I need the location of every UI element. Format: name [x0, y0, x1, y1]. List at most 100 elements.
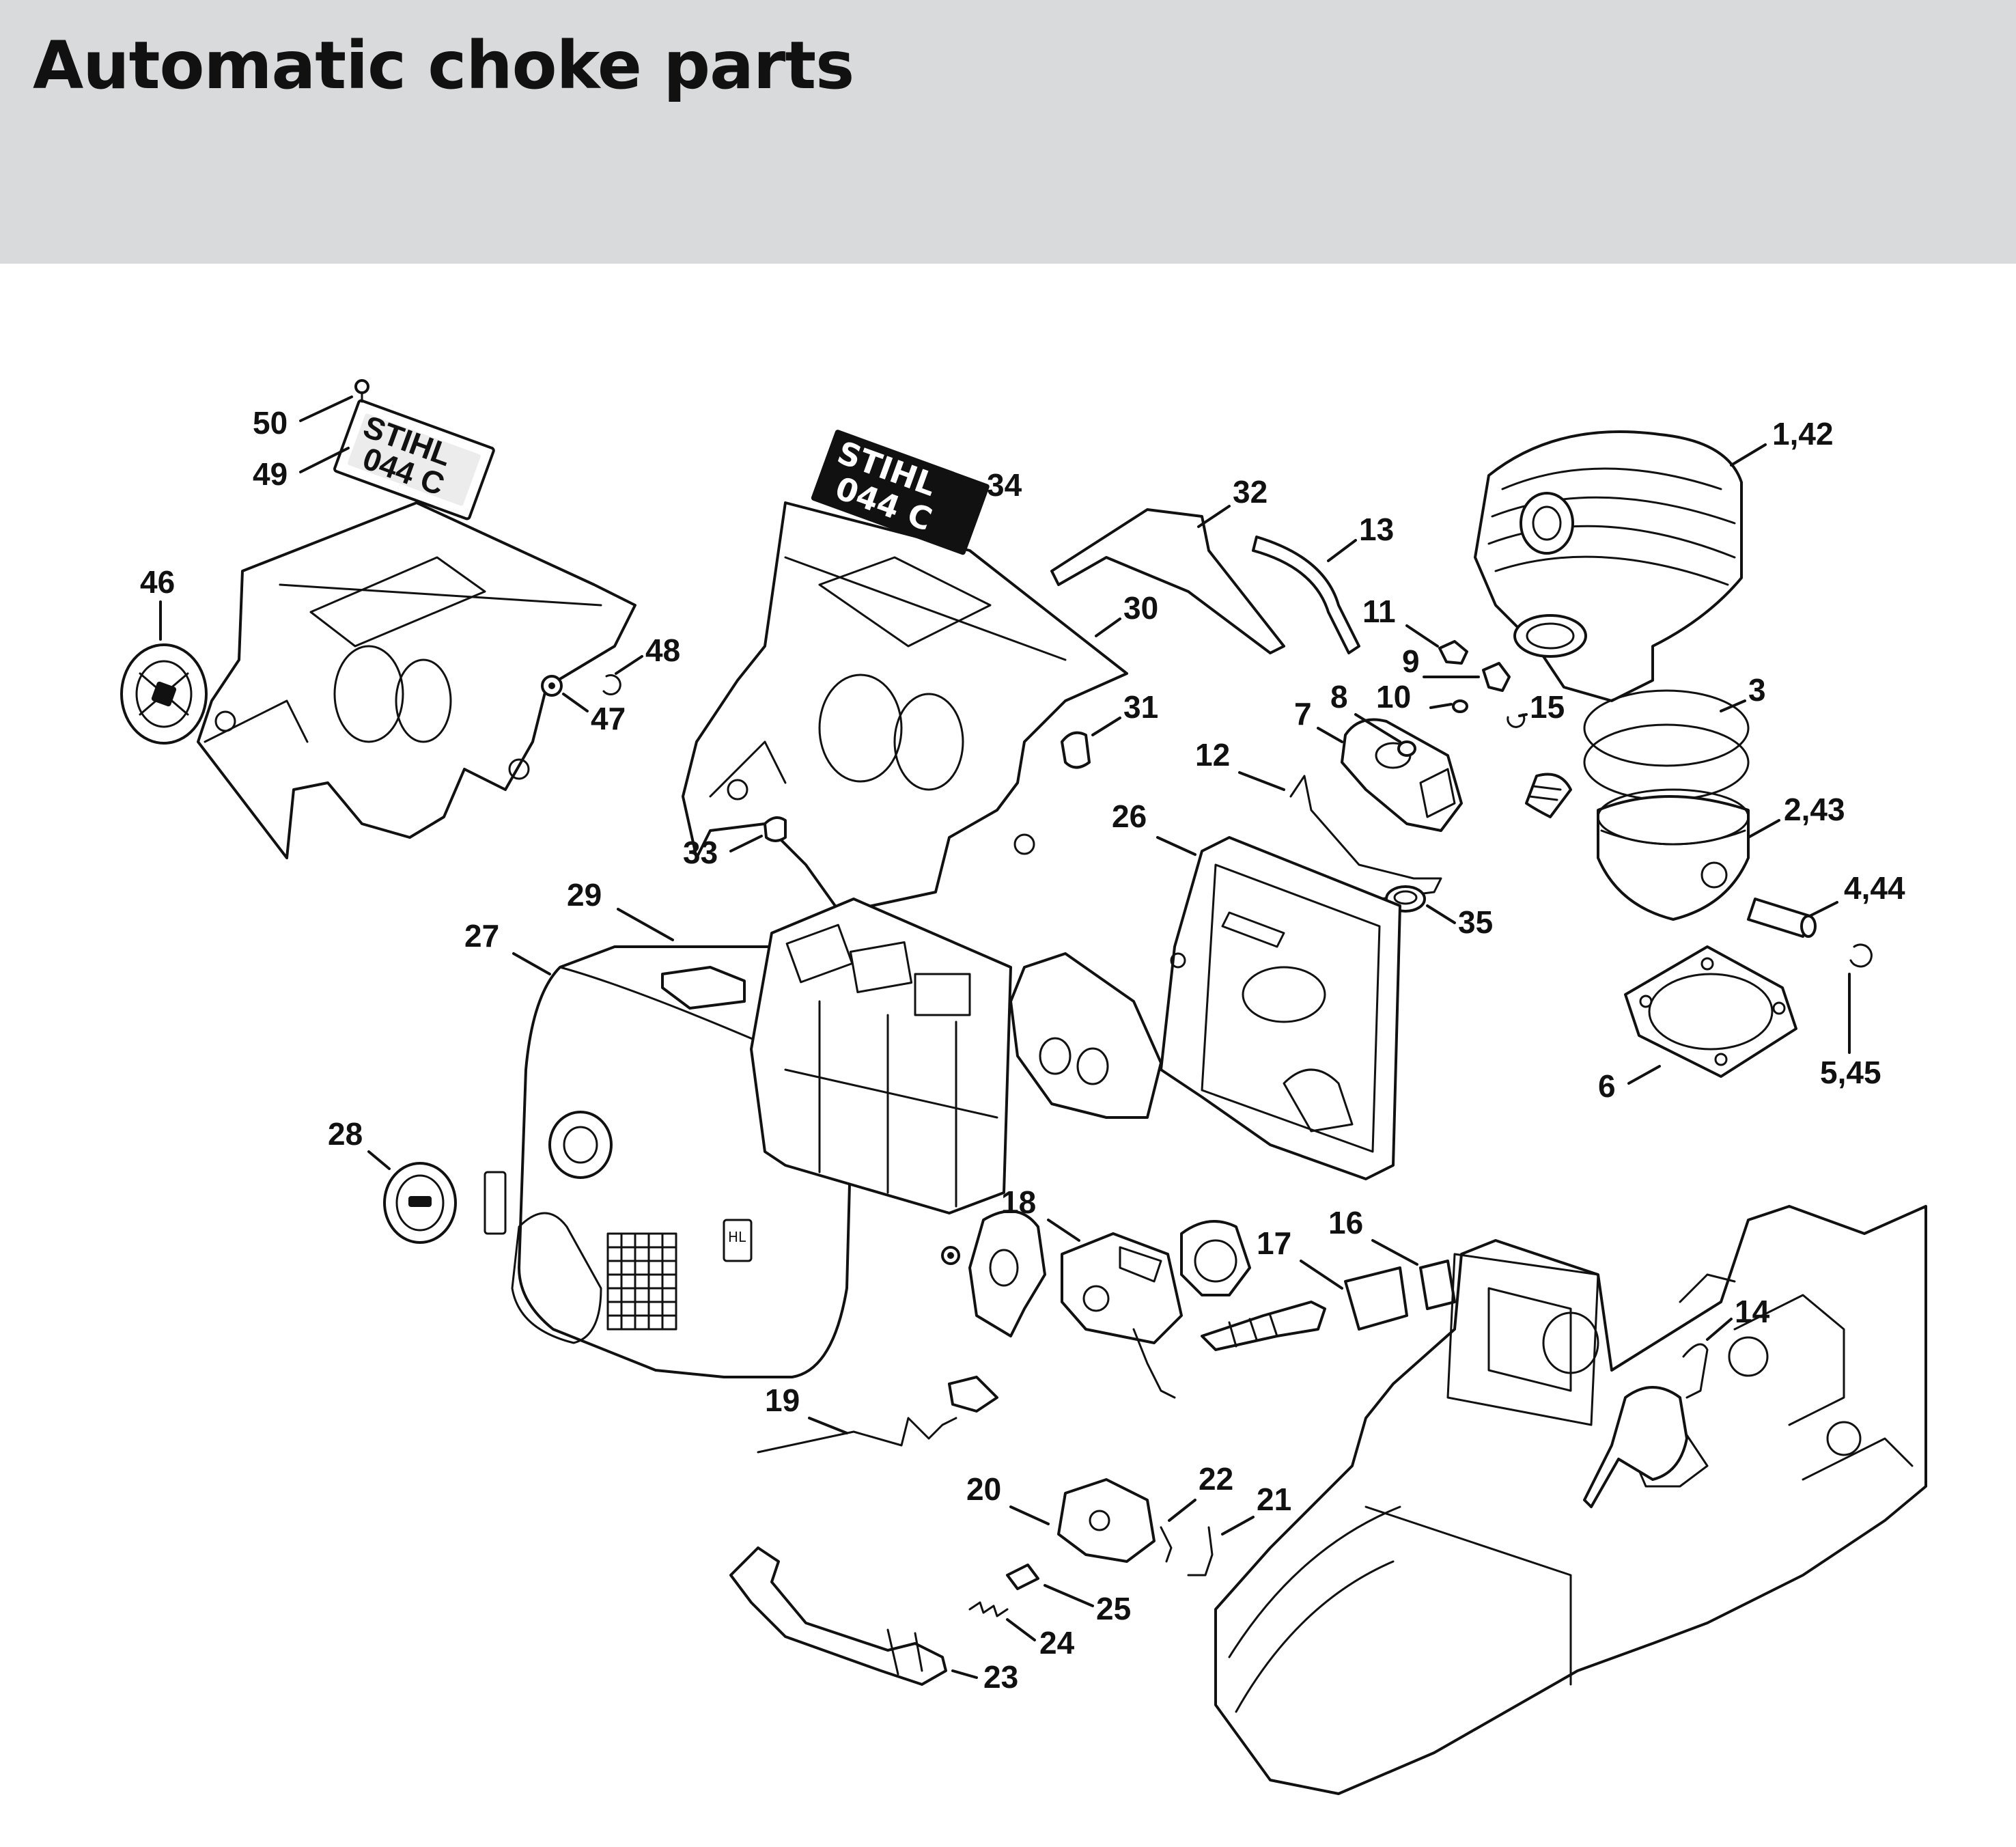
part-19-rod [757, 1417, 957, 1454]
part-carb-gasket-right [1180, 1220, 1251, 1296]
leader-14 [1706, 1318, 1733, 1341]
callout-26: 26 [1112, 798, 1147, 834]
part-14-boot [1583, 1343, 1709, 1508]
part-30-shroud [682, 501, 1128, 914]
part-2-piston [1597, 788, 1750, 921]
callout-46: 46 [140, 564, 175, 600]
leader-28 [367, 1150, 391, 1170]
leader-27 [512, 952, 551, 975]
callout-22: 22 [1199, 1461, 1233, 1497]
part-18-carburetor [1061, 1232, 1183, 1399]
part-26-filter-base [1160, 836, 1401, 1180]
callout-33: 33 [683, 835, 718, 870]
leader-7 [1317, 727, 1343, 743]
part-nut [941, 1246, 960, 1265]
leader-21 [1221, 1516, 1255, 1536]
leader-30 [1095, 617, 1121, 637]
part-47-washer [541, 675, 563, 697]
leader-33 [729, 835, 763, 852]
part-crankcase-housing [1214, 1205, 1927, 1795]
part-22-spring [1160, 1526, 1173, 1563]
part-32-baffle [1050, 508, 1285, 654]
part-23-shaft [729, 1546, 947, 1686]
part-16-filter [1344, 1260, 1456, 1331]
leader-23 [951, 1669, 978, 1679]
part-air-filter [750, 898, 1012, 1214]
callout-17: 17 [1257, 1225, 1291, 1261]
callout-18: 18 [1001, 1184, 1036, 1220]
callout-25: 25 [1096, 1591, 1131, 1626]
part-25-insert [1006, 1564, 1039, 1590]
leader-11 [1405, 624, 1439, 648]
callout-5-45: 5,45 [1820, 1055, 1881, 1090]
part-17-hose [1201, 1301, 1326, 1351]
callout-20: 20 [966, 1471, 1001, 1507]
part-29-clip [661, 966, 746, 1010]
leader-34 [955, 498, 985, 518]
callout-19: 19 [765, 1383, 800, 1418]
leader-18 [1047, 1219, 1080, 1242]
callout-1-42: 1,42 [1772, 416, 1834, 452]
callout-35: 35 [1458, 904, 1493, 940]
part-upper-shroud-left [197, 501, 636, 859]
callout-15: 15 [1530, 689, 1565, 725]
part-49-name-plate: STIHL 044 C [333, 399, 495, 520]
part-13-tube [1252, 536, 1360, 654]
callout-29: 29 [567, 877, 602, 913]
callout-23: 23 [983, 1659, 1018, 1695]
leader-22 [1168, 1499, 1196, 1522]
part-choke-shield [1009, 952, 1162, 1119]
callout-28: 28 [328, 1116, 363, 1152]
callout-50: 50 [253, 405, 288, 441]
part-3-piston-rings [1583, 689, 1750, 801]
part-7-intake-bracket [1341, 718, 1463, 832]
callout-3: 3 [1748, 672, 1766, 708]
callout-7: 7 [1294, 696, 1312, 732]
leader-17 [1300, 1260, 1343, 1290]
part-46-knob [120, 643, 208, 745]
leader-50 [299, 395, 353, 422]
part-10-ring [1452, 699, 1468, 713]
callout-13: 13 [1359, 512, 1394, 547]
part-6-gasket [1624, 945, 1797, 1078]
callout-16: 16 [1328, 1205, 1363, 1240]
callout-6: 6 [1598, 1068, 1616, 1104]
callout-27: 27 [464, 918, 499, 954]
leader-35 [1426, 904, 1456, 924]
callout-14: 14 [1735, 1294, 1770, 1329]
leader-48 [615, 655, 643, 675]
callout-31: 31 [1123, 689, 1158, 725]
leader-6 [1627, 1065, 1661, 1085]
leader-20 [1009, 1505, 1050, 1525]
callout-8: 8 [1330, 679, 1348, 714]
leader-29 [617, 908, 674, 941]
leader-3 [1720, 699, 1746, 712]
leader-8 [1354, 713, 1401, 743]
callout-30: 30 [1123, 590, 1158, 626]
part-15-clamp [1507, 713, 1526, 728]
part-9-fitting [1482, 662, 1511, 692]
part-28-knob [383, 1162, 457, 1244]
part-48-clip [602, 674, 621, 695]
leader-13 [1327, 539, 1357, 562]
leader-25 [1044, 1584, 1094, 1607]
callout-47: 47 [591, 701, 626, 736]
callout-4-44: 4,44 [1844, 870, 1905, 906]
leader-2-43 [1747, 819, 1780, 839]
leader-12 [1238, 771, 1285, 791]
leader-19 [808, 1417, 848, 1434]
cover-adjust-marking: HL [728, 1229, 746, 1245]
part-50-screw [354, 379, 369, 403]
part-33-grommet [764, 816, 787, 842]
leader-16 [1371, 1239, 1418, 1266]
leader-32 [1197, 505, 1231, 528]
page-title: Automatic choke parts [33, 27, 854, 104]
leader-4-44 [1808, 901, 1838, 917]
callout-34: 34 [987, 467, 1022, 503]
callout-9: 9 [1402, 643, 1420, 679]
callout-48: 48 [645, 633, 680, 668]
part-carb-lever [948, 1376, 998, 1413]
leader-24 [1006, 1618, 1036, 1641]
part-31-grommet [1061, 731, 1091, 769]
callout-2-43: 2,43 [1784, 792, 1845, 827]
